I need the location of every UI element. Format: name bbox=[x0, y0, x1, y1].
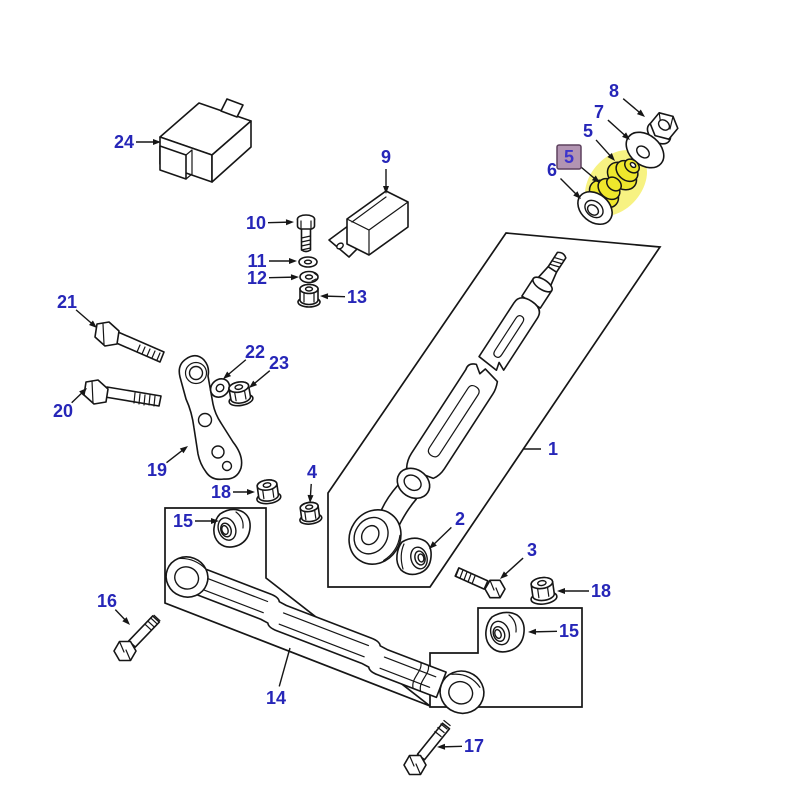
part-11-washer bbox=[298, 256, 318, 268]
leader-arrowhead bbox=[211, 518, 219, 524]
callout-18[interactable]: 18 bbox=[211, 482, 231, 502]
leader-line bbox=[166, 448, 185, 464]
callout-18[interactable]: 18 bbox=[591, 581, 611, 601]
leader-line bbox=[532, 630, 558, 633]
callout-13[interactable]: 13 bbox=[347, 287, 367, 307]
callout-6[interactable]: 6 bbox=[547, 160, 557, 180]
leader-line bbox=[607, 119, 627, 138]
part-1-radius-arm bbox=[348, 251, 567, 565]
leader-arrowhead bbox=[591, 175, 600, 183]
leader-arrowhead bbox=[383, 186, 389, 194]
callout-22[interactable]: 22 bbox=[245, 342, 265, 362]
callout-19[interactable]: 19 bbox=[147, 460, 167, 480]
callout-15[interactable]: 15 bbox=[173, 511, 193, 531]
callout-4[interactable]: 4 bbox=[307, 462, 317, 482]
callout-10[interactable]: 10 bbox=[246, 213, 266, 233]
leader-arrowhead bbox=[622, 132, 630, 140]
leader-arrowhead bbox=[290, 274, 299, 281]
part-12-spring-washer bbox=[299, 270, 319, 284]
part-2-bushing bbox=[396, 537, 432, 576]
part-15-bushing-right bbox=[485, 611, 525, 653]
leader-arrowhead bbox=[573, 191, 581, 199]
part-4-nut bbox=[299, 501, 323, 525]
leader-line bbox=[252, 370, 271, 386]
callout-23[interactable]: 23 bbox=[269, 353, 289, 373]
callout-24[interactable]: 24 bbox=[114, 132, 134, 152]
callout-16[interactable]: 16 bbox=[97, 591, 117, 611]
leader-line bbox=[622, 98, 642, 115]
highlighted-callout-badge bbox=[556, 144, 582, 170]
callout-7[interactable]: 7 bbox=[594, 102, 604, 122]
leader-arrowhead bbox=[79, 388, 87, 396]
leader-line bbox=[268, 276, 295, 279]
callout-12[interactable]: 12 bbox=[247, 268, 267, 288]
leader-line bbox=[267, 221, 290, 224]
leader-line bbox=[595, 139, 613, 158]
part-21-bolt bbox=[94, 321, 165, 363]
leader-line bbox=[432, 526, 452, 547]
leader-arrowhead bbox=[249, 380, 258, 388]
leader-arrowhead bbox=[500, 571, 508, 579]
callout-8[interactable]: 8 bbox=[609, 81, 619, 101]
part-group-bushing-stack bbox=[577, 112, 679, 226]
part-6-washer bbox=[577, 190, 613, 226]
callout-layer: 1234556789101112131415151617181819202122… bbox=[53, 81, 645, 756]
callout-2[interactable]: 2 bbox=[455, 509, 465, 529]
part-19-bracket bbox=[178, 354, 243, 481]
part-14-link-arm bbox=[165, 556, 485, 715]
part-3-bolt bbox=[454, 567, 506, 599]
leader-arrowhead bbox=[429, 541, 437, 549]
part-24-cover-bracket bbox=[159, 98, 252, 183]
part-18-nut-right bbox=[530, 576, 558, 605]
callout-5[interactable]: 5 bbox=[583, 121, 593, 141]
leader-arrowhead bbox=[88, 320, 97, 328]
leader-arrowhead bbox=[320, 293, 329, 300]
part-15-bushing-left bbox=[213, 508, 251, 548]
part-22-washer bbox=[209, 378, 231, 398]
leader-arrowhead bbox=[153, 139, 161, 145]
callout-5[interactable]: 5 bbox=[564, 147, 574, 167]
part-18-nut-left bbox=[256, 479, 282, 505]
part-10-bolt bbox=[296, 214, 316, 253]
part-16-bolt bbox=[113, 614, 161, 662]
leader-arrowhead bbox=[307, 494, 314, 503]
part-23-nut bbox=[228, 381, 254, 407]
leader-arrowhead bbox=[223, 371, 232, 379]
part-20-bolt bbox=[83, 379, 162, 407]
leader-arrowhead bbox=[528, 628, 537, 635]
callout-21[interactable]: 21 bbox=[57, 292, 77, 312]
leader-arrowhead bbox=[289, 258, 297, 264]
leader-arrowhead bbox=[437, 743, 446, 750]
callout-9[interactable]: 9 bbox=[381, 147, 391, 167]
leader-arrowhead bbox=[636, 109, 645, 117]
leader-arrowhead bbox=[179, 446, 188, 454]
leader-line bbox=[441, 745, 463, 748]
leader-line bbox=[75, 309, 94, 326]
callout-11[interactable]: 11 bbox=[247, 251, 266, 271]
leader-line bbox=[278, 647, 291, 687]
part-9-bracket bbox=[328, 190, 409, 258]
leader-line bbox=[324, 295, 346, 298]
leader-arrowhead bbox=[607, 153, 615, 161]
leader-line bbox=[559, 177, 578, 196]
callout-17[interactable]: 17 bbox=[464, 736, 484, 756]
leader-arrowhead bbox=[247, 489, 255, 495]
callout-14[interactable]: 14 bbox=[266, 688, 286, 708]
leader-arrowhead bbox=[122, 617, 130, 625]
leader-line bbox=[580, 166, 597, 181]
leader-line bbox=[503, 557, 524, 577]
callout-20[interactable]: 20 bbox=[53, 401, 73, 421]
leader-line bbox=[226, 359, 247, 377]
part-13-nut bbox=[297, 283, 321, 308]
callout-15[interactable]: 15 bbox=[559, 621, 579, 641]
callout-1[interactable]: 1 bbox=[548, 439, 558, 459]
callout-3[interactable]: 3 bbox=[527, 540, 537, 560]
leader-arrowhead bbox=[557, 588, 565, 594]
leader-arrowhead bbox=[285, 219, 294, 226]
part-17-bolt bbox=[403, 719, 451, 776]
